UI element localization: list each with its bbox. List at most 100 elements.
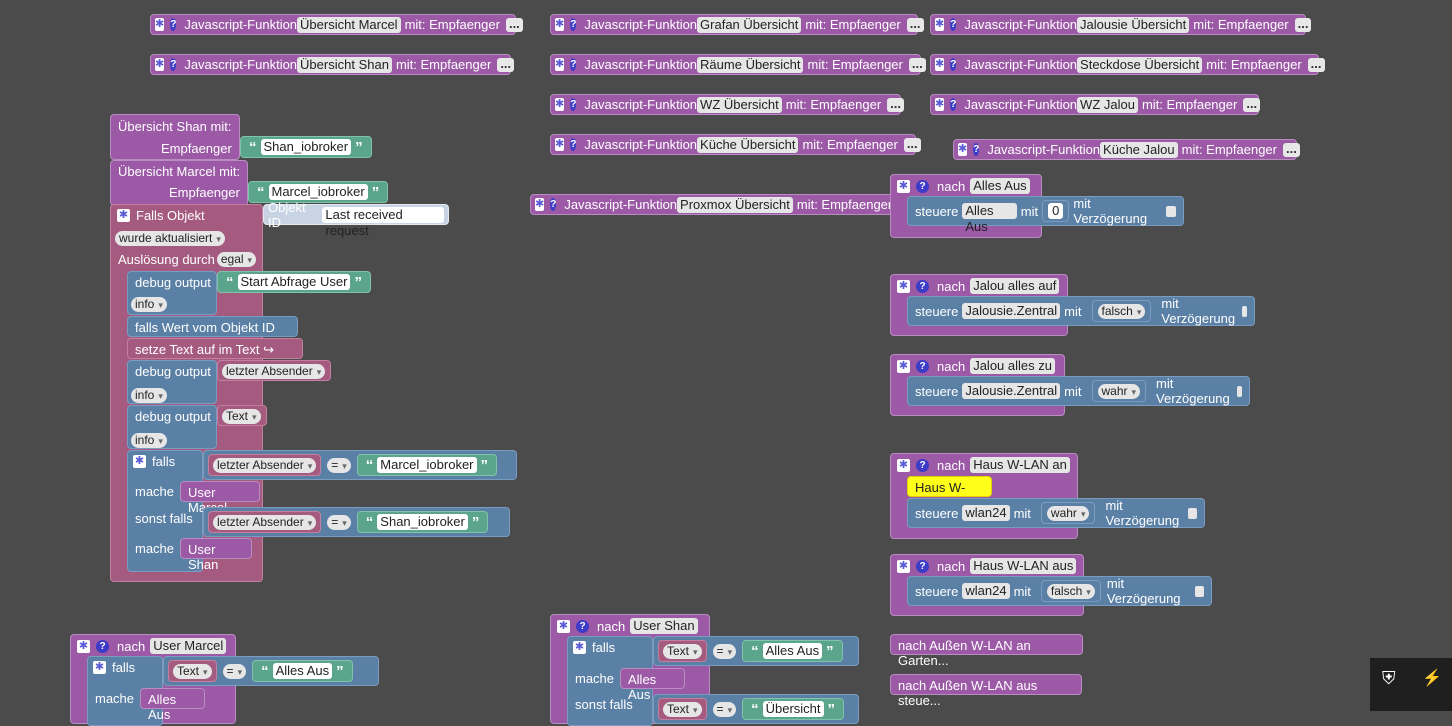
gear-icon[interactable]: ✱ [897,279,910,293]
delay-checkbox[interactable] [1188,507,1197,519]
proc-aussen-wlan-aus[interactable]: nach Außen W-LAN aus steue... [890,674,1082,708]
call-user-marcel[interactable]: User Marcel [180,481,260,515]
variable-dropdown[interactable]: letzter Absender▾ [213,515,317,530]
dots-button[interactable]: ... [497,57,515,72]
gear-icon[interactable]: ✱ [897,179,910,193]
dots-button[interactable]: ... [1307,57,1325,72]
help-icon[interactable]: ? [950,58,957,71]
fn-name[interactable]: Übersicht Shan [297,56,392,73]
number-value[interactable]: 0 [1048,203,1064,219]
variable-dropdown[interactable]: Text▾ [173,664,212,679]
text-block[interactable]: “Alles Aus” [742,640,843,662]
proc-aussen-wlan-an[interactable]: nach Außen W-LAN an Garten... [890,634,1083,668]
object-id-value[interactable]: Last received request [322,206,444,238]
fn-call-wz[interactable]: ✱? Javascript-Funktion WZ Übersicht mit:… [550,94,904,115]
if-block[interactable]: ✱ falls mache sonst falls mache [127,450,203,572]
falls-wert-block[interactable]: falls Wert vom Objekt ID te... [127,316,298,350]
var-block[interactable]: Text▾ [658,698,707,720]
operator-dropdown[interactable]: =▾ [327,514,351,530]
text-value[interactable]: Shan_iobroker [260,139,352,155]
call-alles-aus-shan[interactable]: Alles Aus [620,668,685,702]
variable-dropdown[interactable]: Text▾ [663,702,702,717]
gear-icon[interactable]: ✱ [935,18,945,31]
fn-name[interactable]: Räume Übersicht [697,56,804,73]
gear-icon[interactable]: ✱ [117,209,130,222]
fn-call-wz-jalou[interactable]: ✱? Javascript-Funktion WZ Jalou mit: Emp… [930,94,1261,115]
fn-call-kuche[interactable]: ✱? Javascript-Funktion Küche Übersicht m… [550,134,921,155]
gear-icon[interactable]: ✱ [897,559,910,573]
dots-button[interactable]: ... [505,17,523,32]
gear-icon[interactable]: ✱ [535,198,545,211]
proc-name[interactable]: User Shan [630,618,698,634]
variable-dropdown[interactable]: Text▾ [222,409,261,424]
debug-output-start[interactable]: debug output info▾ [127,271,217,315]
help-icon[interactable]: ? [570,18,577,31]
dots-button[interactable]: ... [1243,97,1261,112]
help-icon[interactable]: ? [570,98,577,111]
proc-name[interactable]: Haus W-LAN an [970,457,1070,473]
proc-name[interactable]: Jalou alles auf [970,278,1060,294]
bool-block[interactable]: wahr▾ [1091,380,1147,402]
target-field[interactable]: wlan24 [962,583,1010,599]
gear-icon[interactable]: ✱ [573,641,586,654]
debug-output-absender[interactable]: debug output info▾ [127,360,217,404]
network-icon[interactable]: ⚡ [1422,670,1442,687]
gear-icon[interactable]: ✱ [93,661,106,674]
number-block[interactable]: 0 [1042,200,1070,222]
text-block[interactable]: “Marcel_iobroker” [356,454,497,476]
steuere-alles-aus[interactable]: steuere Alles Aus mit 0 mit Verzögerung [907,196,1184,234]
gear-icon[interactable]: ✱ [133,455,146,468]
help-icon[interactable]: ? [170,58,177,71]
help-icon[interactable]: ? [916,179,929,193]
var-block[interactable]: letzter Absender▾ [208,511,322,533]
help-icon[interactable]: ? [170,18,177,31]
delay-checkbox[interactable] [1166,205,1176,217]
fn-call-kuche-jalou[interactable]: ✱? Javascript-Funktion Küche Jalou mit: … [953,139,1300,160]
gear-icon[interactable]: ✱ [155,58,165,71]
cause-dropdown[interactable]: egal▾ [216,252,257,267]
fn-name[interactable]: WZ Übersicht [697,96,782,113]
object-id-block[interactable]: Objekt ID Last received request [263,200,449,238]
proc-name[interactable]: Alles Aus [970,178,1030,194]
fn-name[interactable]: Grafan Übersicht [697,16,802,33]
fn-call-raume[interactable]: ✱? Javascript-Funktion Räume Übersicht m… [550,54,926,75]
delay-checkbox[interactable] [1242,305,1247,317]
help-icon[interactable]: ? [950,98,957,111]
proc-name[interactable]: User Marcel [150,638,227,654]
dots-button[interactable]: ... [887,97,904,112]
log-level-dropdown[interactable]: info▾ [131,388,167,403]
fn-call-jalousie[interactable]: ✱? Javascript-Funktion Jalousie Übersich… [930,14,1312,35]
procedure-marcel[interactable]: Übersicht Marcel mit: Empfaenger [110,160,248,206]
target-field[interactable]: wlan24 [962,505,1010,521]
dots-button[interactable]: ... [903,137,921,152]
text-value[interactable]: Shan_iobroker [377,514,468,530]
fn-call-ubersicht-shan[interactable]: ✱? Javascript-Funktion Übersicht Shan mi… [150,54,515,75]
proc-name[interactable]: Jalou alles zu [970,358,1055,374]
gear-icon[interactable]: ✱ [555,98,565,111]
variable-dropdown[interactable]: letzter Absender▾ [213,458,317,473]
dots-button[interactable]: ... [1294,17,1312,32]
steuere-jalou-auf[interactable]: steuere Jalousie.Zentral mit falsch▾ mit… [907,296,1255,326]
bool-block[interactable]: wahr▾ [1040,502,1096,524]
var-text[interactable]: Text▾ [217,405,267,426]
var-block[interactable]: letzter Absender▾ [208,454,322,476]
fn-name[interactable]: Jalousie Übersicht [1077,16,1190,33]
delay-checkbox[interactable] [1236,385,1242,397]
gear-icon[interactable]: ✱ [958,143,968,156]
variable-dropdown[interactable]: Text▾ [663,644,702,659]
comment-haus-wlan[interactable]: Haus W-LAN [907,476,992,510]
dots-button[interactable]: ... [1282,142,1300,157]
gear-icon[interactable]: ✱ [557,619,570,633]
delay-checkbox[interactable] [1194,585,1204,597]
fn-call-grafan[interactable]: ✱? Javascript-Funktion Grafan Übersicht … [550,14,924,35]
help-icon[interactable]: ? [576,619,589,633]
dots-button[interactable]: ... [906,17,924,32]
target-field[interactable]: Jalousie.Zentral [962,303,1061,319]
fn-name[interactable]: Küche Jalou [1100,141,1178,158]
help-icon[interactable]: ? [916,559,929,573]
help-icon[interactable]: ? [973,143,980,156]
gear-icon[interactable]: ✱ [555,58,565,71]
target-field[interactable]: Alles Aus [962,203,1017,234]
operator-dropdown[interactable]: =▾ [222,663,247,679]
steuere-wlan-aus[interactable]: steuere wlan24 mit falsch▾ mit Verzögeru… [907,576,1212,606]
